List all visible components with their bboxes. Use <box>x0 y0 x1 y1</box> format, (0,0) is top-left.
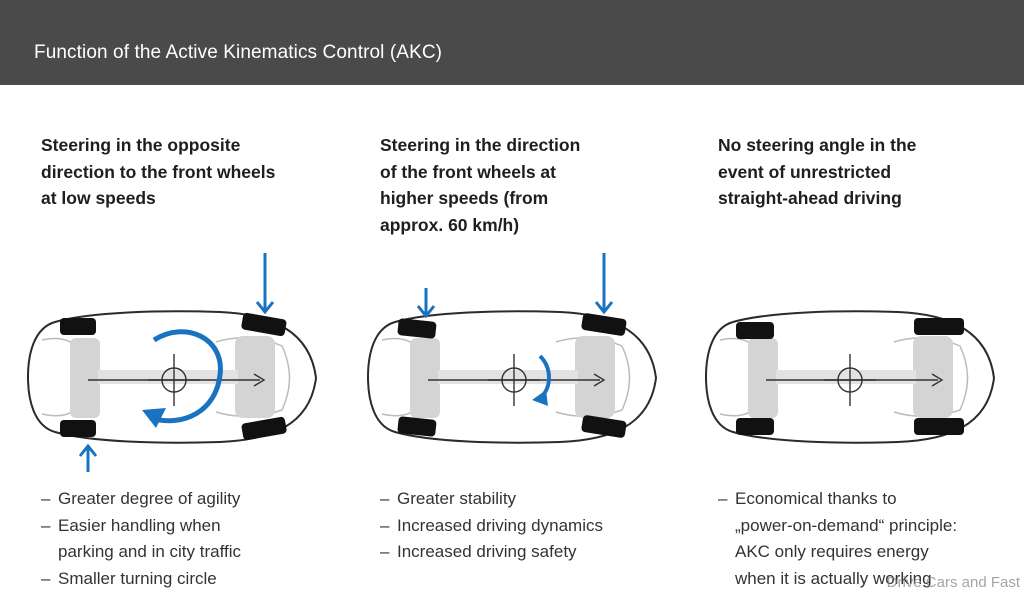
title-line: direction to the front wheels <box>41 161 276 182</box>
car-diagram-opposite-steering <box>26 253 318 472</box>
car-diagram-no-steering <box>704 310 996 444</box>
front-wheel-force-arrow-icon <box>594 253 614 315</box>
title-line: at low speeds <box>41 188 156 208</box>
center-crosshair <box>824 354 876 406</box>
column-1-bullets: Greater degree of agility Easier handlin… <box>41 486 341 592</box>
page-title: Function of the Active Kinematics Contro… <box>34 42 443 63</box>
bullet-item: Smaller turning circle <box>41 566 341 593</box>
column-2-title: Steering in the direction of the front w… <box>380 132 670 238</box>
car-diagram-same-direction-steering <box>366 253 658 444</box>
bullet-item: Increased driving dynamics <box>380 513 680 540</box>
column-2-bullets: Greater stability Increased driving dyna… <box>380 486 680 566</box>
title-line: higher speeds (from <box>380 188 549 208</box>
bullet-item: Increased driving safety <box>380 539 680 566</box>
rotation-arrow-icon <box>142 329 223 428</box>
front-wheel-force-arrow-icon <box>255 253 275 315</box>
title-line: No steering angle in the <box>718 135 917 155</box>
column-3-bullets: Economical thanks to „power-on-demand“ p… <box>718 486 1018 592</box>
center-crosshair <box>488 354 540 406</box>
rear-wheel-force-arrow-icon <box>78 443 98 472</box>
tyres <box>397 313 627 438</box>
center-crosshair <box>148 354 200 406</box>
watermark: Drive Cars and Fast <box>886 574 1020 591</box>
title-line: event of unrestricted <box>718 161 892 182</box>
title-line: approx. 60 km/h) <box>380 214 520 235</box>
title-line: straight-ahead driving <box>718 188 902 208</box>
tyres <box>736 318 964 435</box>
header-bar: Function of the Active Kinematics Contro… <box>0 0 1024 85</box>
tyres <box>60 312 287 441</box>
column-3-title: No steering angle in the event of unrest… <box>718 132 1008 212</box>
column-1-title: Steering in the opposite direction to th… <box>41 132 331 212</box>
title-line: Steering in the opposite <box>41 135 241 155</box>
title-line: of the front wheels at <box>380 161 556 182</box>
bullet-item: Greater stability <box>380 486 680 513</box>
rear-wheel-force-arrow-icon <box>416 288 436 319</box>
small-rotation-arrow-icon <box>532 354 551 406</box>
bullet-item: Economical thanks to „power-on-demand“ p… <box>718 486 1018 592</box>
bullet-item: Greater degree of agility <box>41 486 341 513</box>
title-line: Steering in the direction <box>380 135 581 155</box>
chassis <box>70 336 275 418</box>
